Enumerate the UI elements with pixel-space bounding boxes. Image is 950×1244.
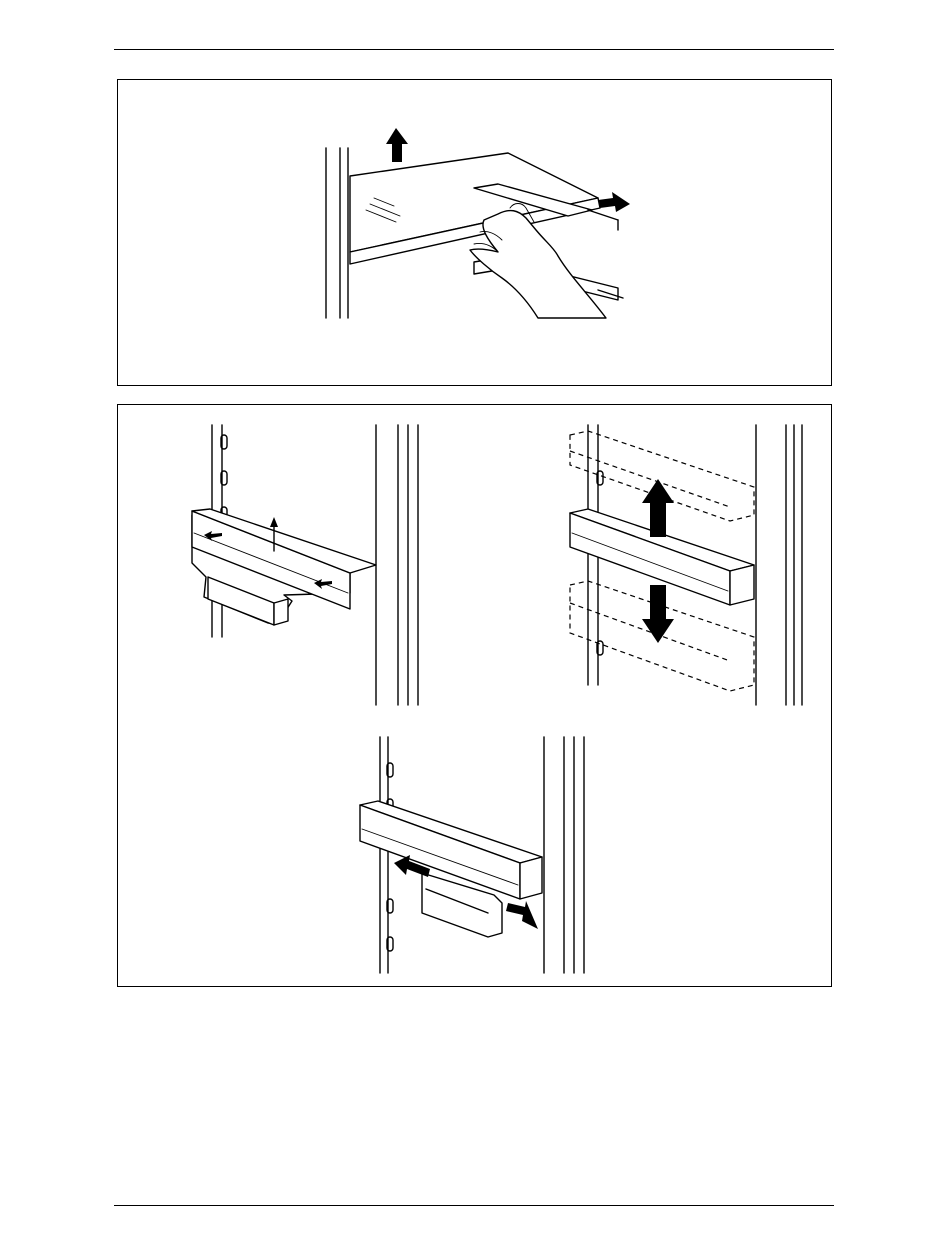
arrow-right-icon (598, 192, 630, 212)
door-shelf-illustration (118, 405, 833, 988)
arrow-up-icon (386, 128, 408, 162)
shelf-illustration (118, 80, 833, 387)
door-shelf-remove-view (192, 425, 418, 705)
figure-panel-shelf (117, 79, 832, 386)
figure-panel-door-shelf (117, 404, 832, 987)
door-shelf-height-view (570, 425, 802, 705)
header-rule (114, 49, 834, 50)
arrow-right-icon (506, 901, 538, 929)
door-shelf-bin-view (360, 737, 584, 973)
footer-rule (114, 1205, 834, 1206)
arrow-down-icon (642, 585, 674, 643)
